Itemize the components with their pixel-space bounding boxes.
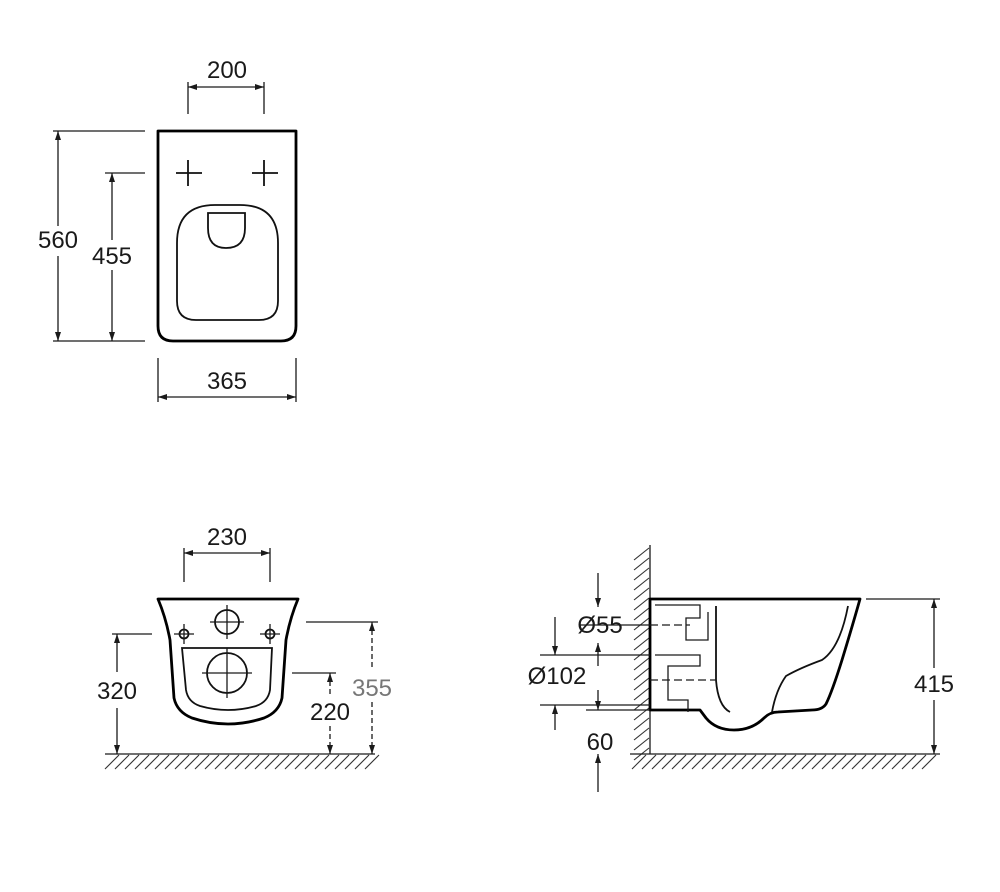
dim-label-230: 230: [207, 524, 247, 551]
dim-side-outlet-offset: 60: [586, 690, 650, 792]
dim-front-top-height: 355: [306, 621, 392, 754]
dim-label-200: 200: [207, 57, 247, 84]
top-view-bowl-opening: [176, 204, 279, 321]
dim-top-overall-length: 560: [38, 130, 145, 342]
dim-front-fixing-spacing: 230: [183, 524, 271, 582]
dim-front-fixing-height: 320: [97, 633, 152, 754]
dim-label-355: 355: [352, 675, 392, 702]
top-view-rim-notch: [207, 212, 246, 249]
dim-top-fixing-spacing: 200: [187, 57, 265, 114]
side-view-inner-bowl: [715, 605, 849, 713]
dim-label-455: 455: [92, 243, 132, 270]
front-view: 230 320 220 355: [97, 524, 392, 770]
top-view: 200 560 455 365: [38, 57, 298, 402]
dim-label-60: 60: [587, 729, 614, 756]
side-view: Ø55 Ø102 60 415: [528, 545, 954, 792]
dim-front-outlet-height: 220: [292, 672, 350, 754]
dim-label-320: 320: [97, 678, 137, 705]
top-view-fixing-hole-left: [176, 160, 202, 186]
dim-label-560: 560: [38, 227, 78, 254]
dim-label-220: 220: [310, 699, 350, 726]
dim-side-inlet-diameter: Ø55: [577, 573, 650, 666]
side-view-wall: [633, 545, 651, 761]
dim-label-415: 415: [914, 671, 954, 698]
dim-side-outlet-diameter: Ø102: [528, 617, 650, 730]
front-view-floor: [104, 753, 380, 770]
front-view-fixing-hole-left: [174, 624, 194, 644]
dim-side-total-height: 415: [866, 598, 954, 754]
side-view-floor: [630, 753, 940, 770]
front-view-bowl-outline: [156, 597, 300, 726]
dim-label-outlet-diameter: Ø102: [528, 663, 587, 690]
dim-top-length-to-fixings: 455: [92, 172, 145, 341]
side-view-inlet-channel: [655, 604, 709, 641]
front-view-inner-bowl: [181, 647, 273, 711]
dim-top-overall-width: 365: [157, 358, 297, 402]
side-view-outlet-channel: [655, 654, 701, 712]
side-view-bowl-outline: [648, 597, 862, 732]
dim-label-inlet-diameter: Ø55: [577, 612, 622, 639]
top-view-fixing-hole-right: [252, 160, 278, 186]
front-view-fixing-hole-right: [260, 624, 280, 644]
dim-label-365: 365: [207, 368, 247, 395]
top-view-bowl-outline: [156, 129, 298, 343]
